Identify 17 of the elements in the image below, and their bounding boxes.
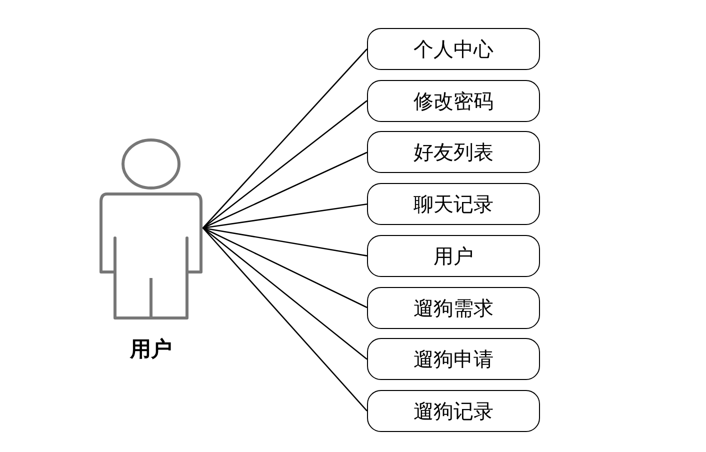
connector-line (202, 152, 368, 229)
connector-line (202, 228, 368, 412)
use-case-box: 遛狗需求 (367, 286, 540, 328)
connector-line (202, 228, 368, 360)
use-case-box: 遛狗申请 (367, 338, 540, 380)
connector-line (202, 227, 368, 256)
use-case-box: 遛狗记录 (367, 390, 540, 432)
connector-line (202, 227, 368, 308)
connector-line (202, 48, 368, 228)
use-case-box: 好友列表 (367, 131, 540, 174)
connector-line (202, 100, 368, 229)
connector-line (202, 203, 368, 229)
use-case-box: 聊天记录 (367, 183, 540, 226)
use-case-box: 个人中心 (367, 28, 540, 70)
use-case-box: 修改密码 (367, 80, 540, 122)
actor-label: 用户 (128, 336, 173, 363)
use-case-box: 用户 (367, 234, 540, 277)
